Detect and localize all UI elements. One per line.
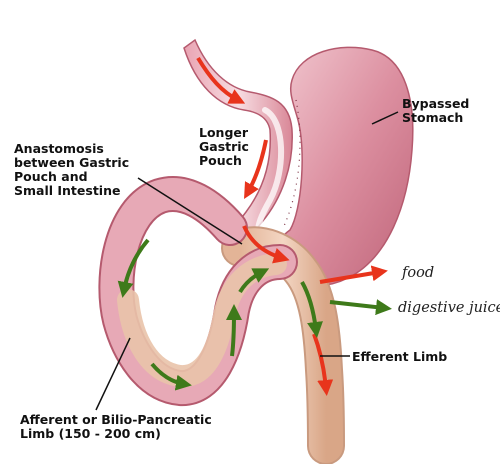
stomach-pointer [371,111,399,125]
efferent-limb-label: Efferent Limb [352,349,447,364]
labels: Bypassed Stomach Longer Gastric Pouch An… [14,96,474,441]
food-arrows [196,56,334,396]
anastomosis-label: Anastomosis between Gastric Pouch and Sm… [14,141,133,198]
afferent-limb-label: Afferent or Bilio-Pancreatic Limb (150 -… [20,412,216,441]
legend-food: food [319,265,434,284]
pointer-lines [95,111,399,411]
juice-arrows [117,238,323,391]
anastomosis-pointer [137,177,243,245]
legend: food digestive juice [319,265,500,316]
staple-line [283,99,301,227]
legend-food-arrow [319,265,388,284]
afferent-pointer [95,337,131,411]
longer-pouch-label: Longer Gastric Pouch [199,125,253,168]
legend-juice-label: digestive juice [398,300,500,316]
legend-juice: digestive juice [329,299,500,316]
legend-juice-arrow [329,299,392,316]
legend-food-label: food [401,265,434,281]
bypassed-stomach-label: Bypassed Stomach [402,96,474,125]
